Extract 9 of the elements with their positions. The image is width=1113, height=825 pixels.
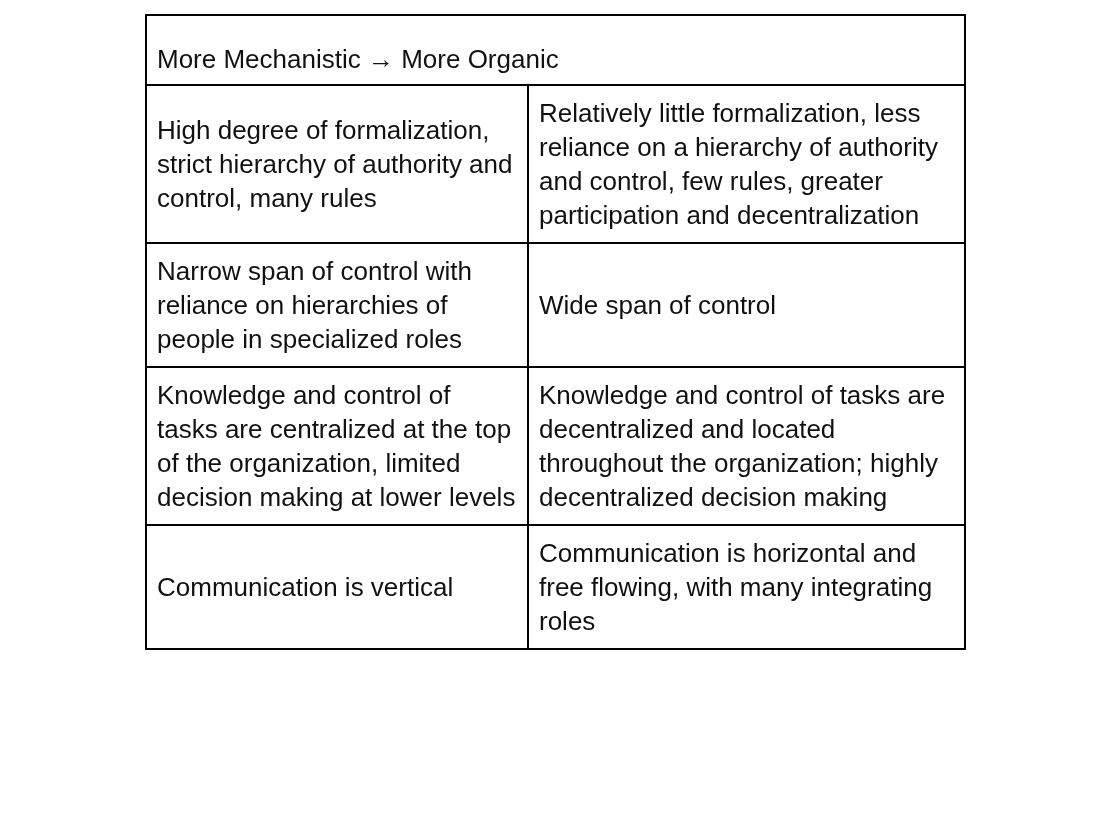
table-cell: Narrow span of control with reliance on hierarchies of people in specialized roles (146, 243, 528, 367)
table-cell: High degree of formalization, strict hierarchy of authority and control, many rules (146, 85, 528, 243)
table-cell: Knowledge and control of tasks are decentralized and located throughout the organization; highly decentralized decision making (528, 367, 965, 525)
table-cell: Communication is horizontal and free flowing, with many integrating roles (528, 525, 965, 649)
table-cell: Communication is vertical (146, 525, 528, 649)
table-cell: Relatively little formalization, less reliance on a hierarchy of authority and control, few rules, greater participation and decentralization (528, 85, 965, 243)
table-cell: Wide span of control (528, 243, 965, 367)
header-cell: More Mechanistic → More Organic (146, 15, 965, 85)
table-cell: Knowledge and control of tasks are centralized at the top of the organization, limited decision making at lower levels (146, 367, 528, 525)
